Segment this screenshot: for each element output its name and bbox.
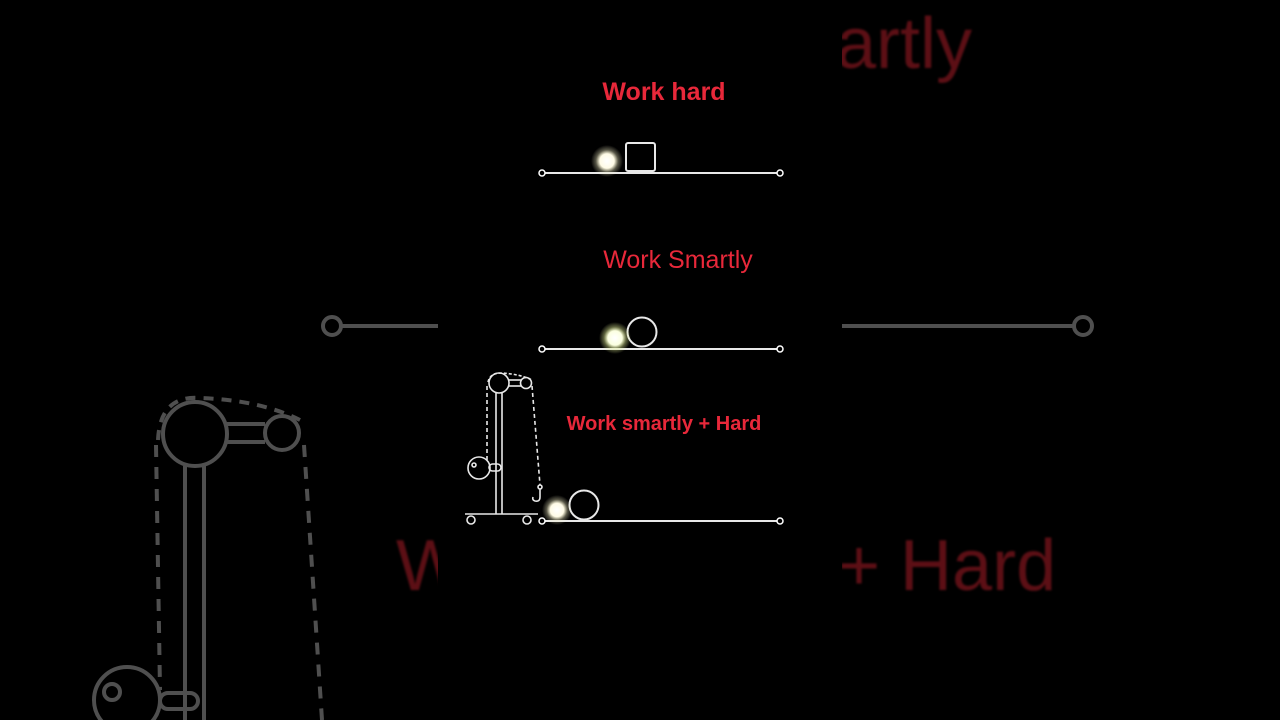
track-endpoint-icon [538, 345, 546, 353]
background-echo-text-bottom-right: + Hard [838, 526, 1057, 606]
panel-title-work-hard: Work hard [602, 78, 726, 106]
track-endpoint-icon [776, 169, 784, 177]
wheel-icon [626, 316, 658, 348]
glowing-ball-icon [599, 322, 631, 354]
panel-title-work-smartly-hard: Work smartly + Hard [566, 413, 762, 435]
track-endpoint-icon [1072, 315, 1094, 337]
physics-illustration [465, 142, 784, 525]
scene-work-smartly [538, 316, 784, 354]
pulley-icon [263, 414, 301, 452]
glowing-ball-icon [542, 495, 572, 525]
scene-work-smartly-hard [465, 372, 784, 525]
track-endpoint-icon [321, 315, 343, 337]
glowing-ball-icon [591, 145, 623, 177]
crane-icon [465, 372, 543, 525]
track-endpoint-icon [538, 517, 546, 525]
track-endpoint-icon [538, 169, 546, 177]
track-endpoint-icon [776, 517, 784, 525]
video-panel: Work hard Work Smartly Work smartly + Ha… [438, 0, 842, 720]
square-block-icon [625, 142, 656, 172]
panel-title-work-smartly: Work Smartly [603, 246, 753, 274]
scene-work-hard [538, 142, 784, 177]
background-echo-text-top: artly [836, 4, 973, 84]
pulley-icon [161, 400, 229, 468]
wheel-icon [568, 489, 600, 521]
track-endpoint-icon [776, 345, 784, 353]
